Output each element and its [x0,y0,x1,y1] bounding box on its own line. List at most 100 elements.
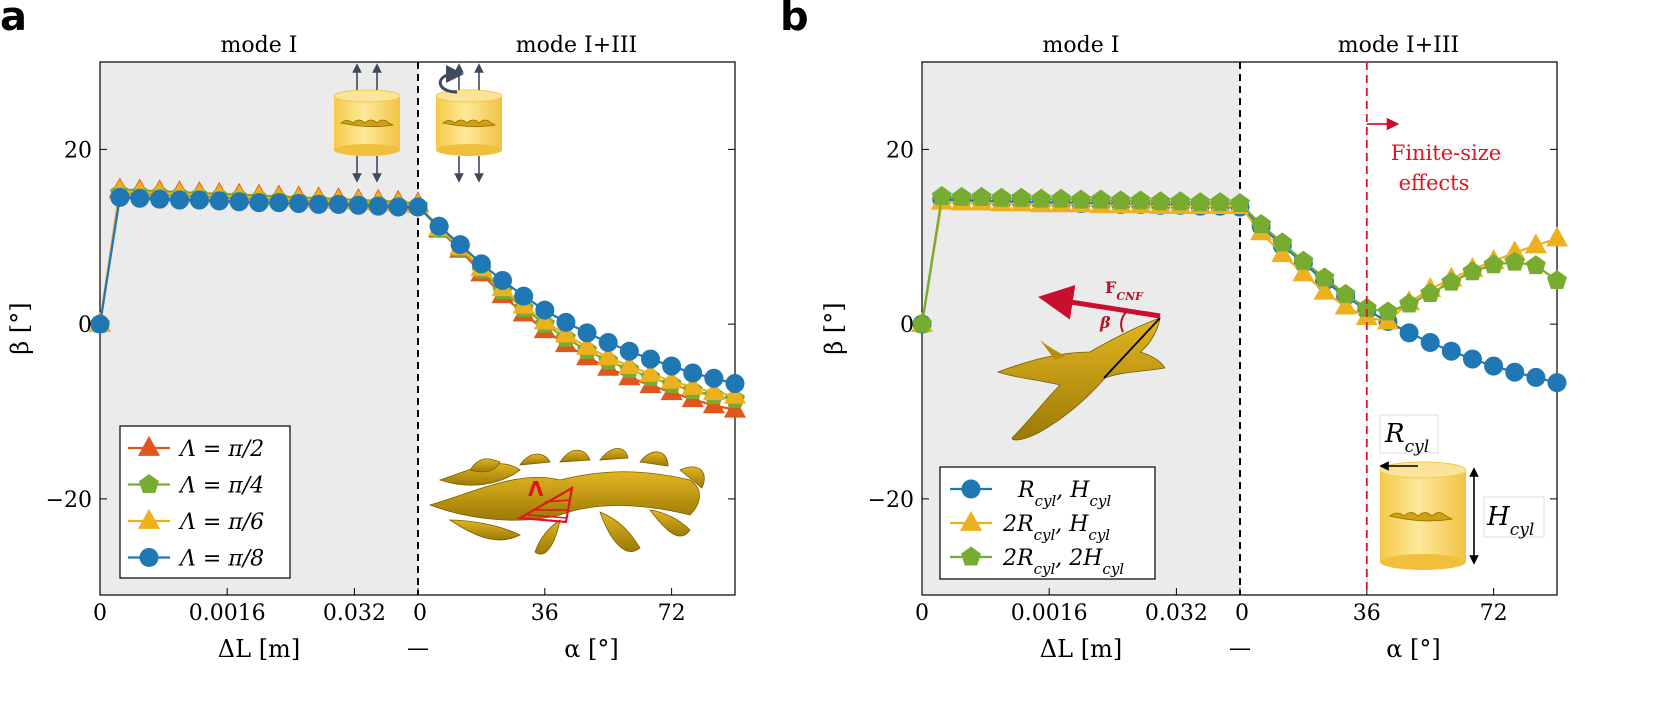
panel-letter: a [0,0,27,40]
legend: Λ = π/2Λ = π/4Λ = π/6Λ = π/8 [119,425,291,579]
data-point [189,190,209,210]
cylinder-bottom [1380,554,1466,570]
data-point [598,332,618,352]
x-left-axis-label: ΔL [m] [218,635,300,663]
legend-swatch-marker [961,546,981,566]
data-point [348,195,368,215]
data-point [1292,261,1315,282]
fiber-icon [1389,512,1454,522]
series-3 [912,186,1567,333]
data-point [289,194,309,214]
data-point [1031,188,1052,208]
angle-wedge [516,485,574,524]
legend-label-part: , H [1055,512,1089,537]
force-subscript: CNF [1116,290,1144,303]
data-point [1462,349,1482,369]
data-point [368,196,388,216]
data-point [408,197,428,217]
legend-label-part: R [1017,478,1035,503]
data-point [1525,255,1546,275]
x-right-axis-label: α [°] [564,635,619,663]
data-point [577,323,597,343]
data-point [1071,189,1091,209]
angle-hatch [544,499,570,503]
legend-label-part: 2R [1002,546,1034,571]
data-point [1271,242,1294,263]
cylinder-top [435,89,503,103]
data-point [1504,251,1525,271]
inset-cylinder-torsion [435,63,503,183]
data-point [931,186,952,206]
data-point [1130,190,1151,210]
legend-swatch-marker [959,510,983,531]
fiber-blade [438,463,521,486]
data-point [1313,279,1336,300]
data-point [723,383,747,404]
data-point [660,368,683,389]
data-point [110,187,130,207]
data-point [1484,356,1504,376]
data-point [1399,323,1419,343]
data-point [1011,187,1032,207]
data-point [249,193,269,213]
fiber-blade [639,451,669,467]
data-point [1524,233,1547,254]
data-point [991,187,1012,207]
data-point [619,341,639,361]
data-point [1505,362,1525,382]
x-axis-separator: — [1229,636,1251,661]
radius-subscript: cyl [1405,437,1430,457]
x-right-axis-label: α [°] [1386,635,1441,663]
data-point [229,192,249,212]
legend-entry-label: 2Rcyl, 2Hcyl [1002,546,1124,578]
fiber-shape [996,317,1166,441]
x-right-tick-label: 72 [1480,601,1508,626]
x-right-tick-label: 36 [1353,601,1381,626]
data-point [1210,192,1231,212]
data-point [1293,250,1314,270]
height-label: Hcyl [1486,502,1534,540]
x-left-tick-label: 0.0016 [189,601,266,626]
data-point [514,286,534,306]
x-right-tick-label: 0 [1235,601,1249,626]
fiber-blade [599,448,629,461]
finite-size-annotation: effects [1399,171,1470,195]
data-point [1462,261,1483,281]
data-point [1150,191,1171,211]
cylinder-bottom [436,144,502,156]
data-point [1441,341,1461,361]
data-point [556,312,576,332]
fiber-blade [599,511,641,552]
data-point [1420,332,1440,352]
angle-label: Λ [528,477,544,501]
data-point [1547,373,1567,393]
data-point [702,380,725,401]
y-tick-label: 0 [900,313,914,338]
fiber-icon [442,119,497,127]
data-point [951,186,972,206]
x-axis-separator: — [407,636,429,661]
x-left-tick-label: 0.032 [323,601,386,626]
radius-label-box [1379,414,1439,454]
y-axis-label: β [°] [6,302,34,354]
data-point [309,194,329,214]
fiber-blade [649,509,691,537]
data-point [1230,193,1250,213]
height-symbol: H [1486,502,1511,532]
data-point [450,235,470,255]
data-point [1356,297,1377,317]
inset-fiber-blades: Λ [428,448,705,555]
data-point [683,363,703,383]
legend-swatch-marker [139,548,159,567]
data-point [209,191,229,211]
data-point [1547,269,1567,289]
torsion-arrow [438,65,464,94]
legend-swatch-marker [961,479,981,499]
inset-cylinder-tension [333,63,401,183]
height-label-box [1483,496,1545,538]
data-point [554,322,577,343]
fiber-blade [559,449,591,463]
